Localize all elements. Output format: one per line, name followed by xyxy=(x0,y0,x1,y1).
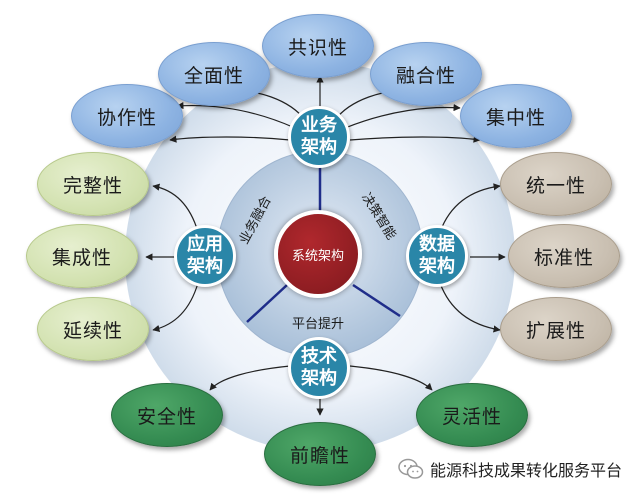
hub-data-line1: 数据 xyxy=(419,234,455,255)
hub-application-architecture: 应用架构 xyxy=(174,225,236,287)
hub-data-line2: 架构 xyxy=(419,256,455,277)
business-trait-consensus: 共识性 xyxy=(262,14,374,78)
technology-trait-flexibility: 灵活性 xyxy=(416,383,528,447)
application-trait-label: 完整性 xyxy=(62,174,123,197)
business-trait-label: 共识性 xyxy=(287,36,348,59)
application-trait-integration: 集成性 xyxy=(26,224,138,288)
hub-business-architecture: 业务架构 xyxy=(288,106,350,168)
application-trait-continuity: 延续性 xyxy=(37,297,149,361)
data-trait-unity: 统一性 xyxy=(500,152,612,216)
ring-label-platform-upgrade: 平台提升 xyxy=(292,317,345,332)
hub-application-line2: 架构 xyxy=(187,256,223,277)
hub-technology-line2: 架构 xyxy=(301,368,337,389)
technology-trait-label: 前瞻性 xyxy=(289,444,350,467)
data-trait-extensibility: 扩展性 xyxy=(500,297,612,361)
technology-trait-foresight: 前瞻性 xyxy=(264,422,376,486)
core-system-architecture: 系统架构 xyxy=(274,210,362,298)
hub-business-line1: 业务 xyxy=(301,115,337,136)
spoke-application xyxy=(246,284,288,323)
business-trait-collaboration: 协作性 xyxy=(71,84,183,148)
watermark-text: 能源科技成果转化服务平台 xyxy=(430,461,623,480)
hub-technology-line1: 技术 xyxy=(301,346,337,367)
business-trait-label: 融合性 xyxy=(395,64,456,87)
application-trait-label: 延续性 xyxy=(62,319,123,342)
technology-trait-label: 安全性 xyxy=(136,405,197,428)
wechat-icon xyxy=(398,458,424,480)
hub-data-architecture: 数据架构 xyxy=(406,225,468,287)
application-trait-label: 集成性 xyxy=(51,246,112,269)
business-trait-comprehensive: 全面性 xyxy=(158,42,270,106)
connectors xyxy=(145,75,506,416)
business-trait-label: 全面性 xyxy=(183,64,244,87)
data-trait-label: 统一性 xyxy=(525,174,586,197)
data-trait-standardization: 标准性 xyxy=(508,224,620,288)
technology-trait-label: 灵活性 xyxy=(441,405,502,428)
spoke-data xyxy=(352,283,401,318)
hub-technology-architecture: 技术架构 xyxy=(288,337,350,399)
data-trait-label: 扩展性 xyxy=(525,319,586,342)
watermark: 能源科技成果转化服务平台 xyxy=(398,455,622,483)
application-trait-completeness: 完整性 xyxy=(37,152,149,216)
business-trait-centralization: 集中性 xyxy=(460,84,572,148)
hub-business-line2: 架构 xyxy=(301,137,337,158)
technology-trait-security: 安全性 xyxy=(111,383,223,447)
business-trait-label: 集中性 xyxy=(485,106,546,129)
core-label: 系统架构 xyxy=(291,248,344,264)
business-trait-fusion: 融合性 xyxy=(370,42,482,106)
hub-application-line1: 应用 xyxy=(187,234,223,255)
business-trait-label: 协作性 xyxy=(96,106,157,129)
data-trait-label: 标准性 xyxy=(533,246,594,269)
